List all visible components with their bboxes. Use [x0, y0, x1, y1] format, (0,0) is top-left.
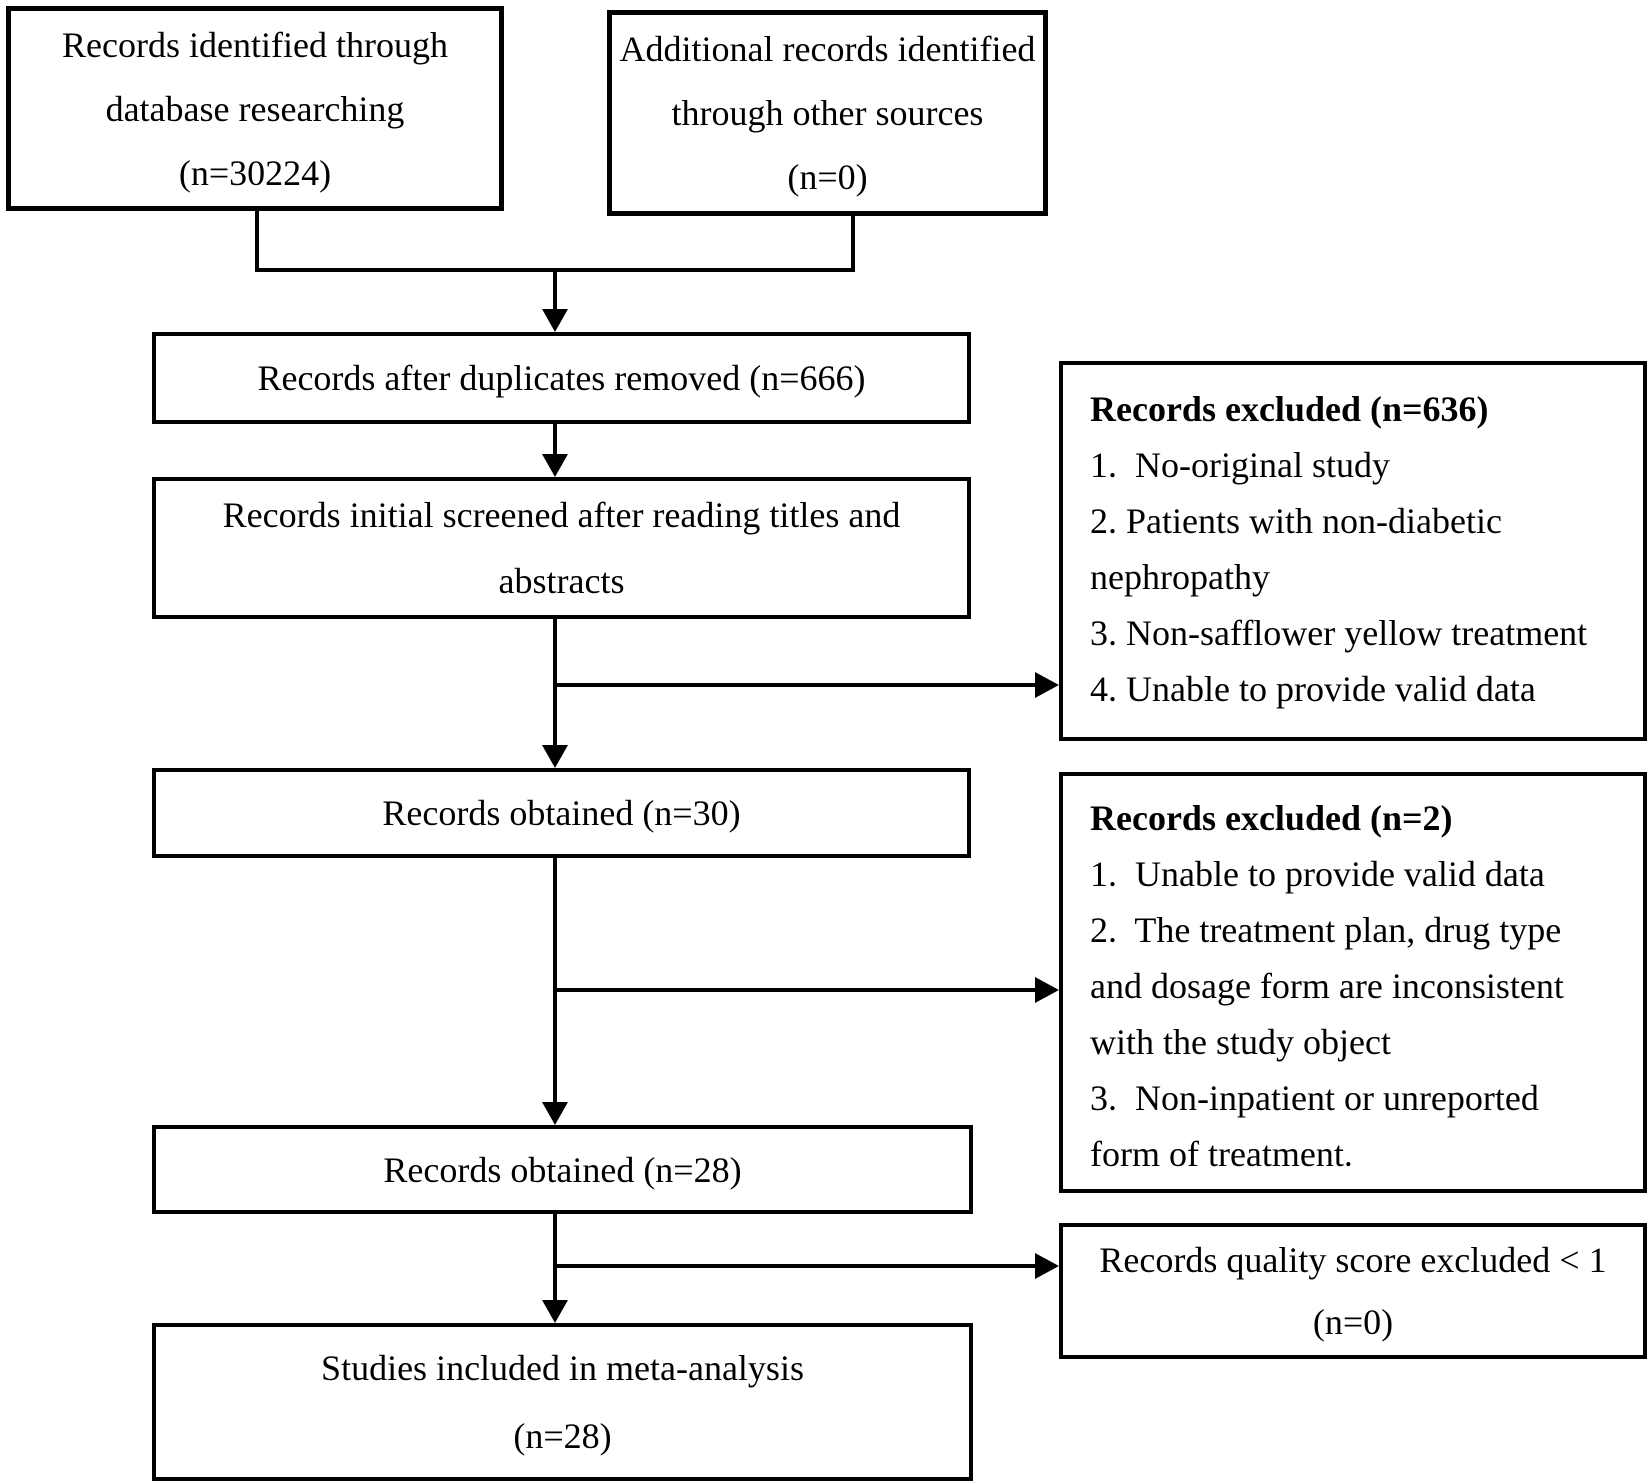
records-obtained-30-text: Records obtained (n=30): [382, 793, 741, 833]
connector-to-obtained-28: [553, 857, 557, 1105]
connector-to-duplicates: [553, 268, 557, 313]
box-records-obtained-28: Records obtained (n=28): [152, 1125, 973, 1214]
records-excluded-636-items: 1. No-original study 2. Patients with no…: [1090, 445, 1588, 709]
records-excluded-2-title: Records excluded (n=2): [1090, 798, 1453, 838]
additional-records-text: Additional records identified through ot…: [619, 29, 1036, 197]
arrowhead-to-included: [542, 1300, 568, 1323]
arrowhead-to-obtained-30: [542, 745, 568, 768]
arrowhead-excluded-2: [1035, 977, 1059, 1003]
records-obtained-28-text: Records obtained (n=28): [383, 1149, 742, 1190]
box-quality-score-excluded: Records quality score excluded < 1 (n=0): [1059, 1223, 1647, 1359]
connector-to-screened: [553, 423, 557, 457]
box-records-identified: Records identified through database rese…: [6, 6, 504, 211]
connector-branch-excluded-636: [555, 683, 1037, 687]
box-records-excluded-636: Records excluded (n=636) 1. No-original …: [1059, 361, 1647, 741]
arrowhead-to-screened: [542, 454, 568, 477]
box-additional-records: Additional records identified through ot…: [607, 10, 1048, 216]
connector-branch-excluded-2: [555, 988, 1037, 992]
connector-identified-stub: [255, 210, 259, 272]
connector-additional-stub: [851, 215, 855, 272]
box-studies-included: Studies included in meta-analysis (n=28): [152, 1323, 973, 1481]
initial-screened-text: Records initial screened after reading t…: [222, 495, 901, 601]
duplicates-removed-text: Records after duplicates removed (n=666): [257, 358, 866, 398]
connector-branch-quality: [555, 1264, 1037, 1268]
connector-to-included: [553, 1213, 557, 1303]
arrowhead-to-obtained-28: [542, 1102, 568, 1125]
box-duplicates-removed: Records after duplicates removed (n=666): [152, 332, 971, 424]
records-excluded-636-title: Records excluded (n=636): [1090, 389, 1489, 429]
box-records-excluded-2: Records excluded (n=2) 1. Unable to prov…: [1059, 772, 1647, 1193]
arrowhead-to-duplicates: [542, 309, 568, 332]
box-initial-screened: Records initial screened after reading t…: [152, 477, 971, 619]
records-identified-text: Records identified through database rese…: [62, 24, 448, 193]
quality-score-excluded-text: Records quality score excluded < 1 (n=0): [1099, 1240, 1607, 1342]
box-records-obtained-30: Records obtained (n=30): [152, 768, 971, 858]
arrowhead-quality: [1035, 1253, 1059, 1279]
studies-included-text: Studies included in meta-analysis (n=28): [321, 1348, 804, 1456]
arrowhead-excluded-636: [1035, 672, 1059, 698]
records-excluded-2-items: 1. Unable to provide valid data 2. The t…: [1090, 854, 1564, 1174]
